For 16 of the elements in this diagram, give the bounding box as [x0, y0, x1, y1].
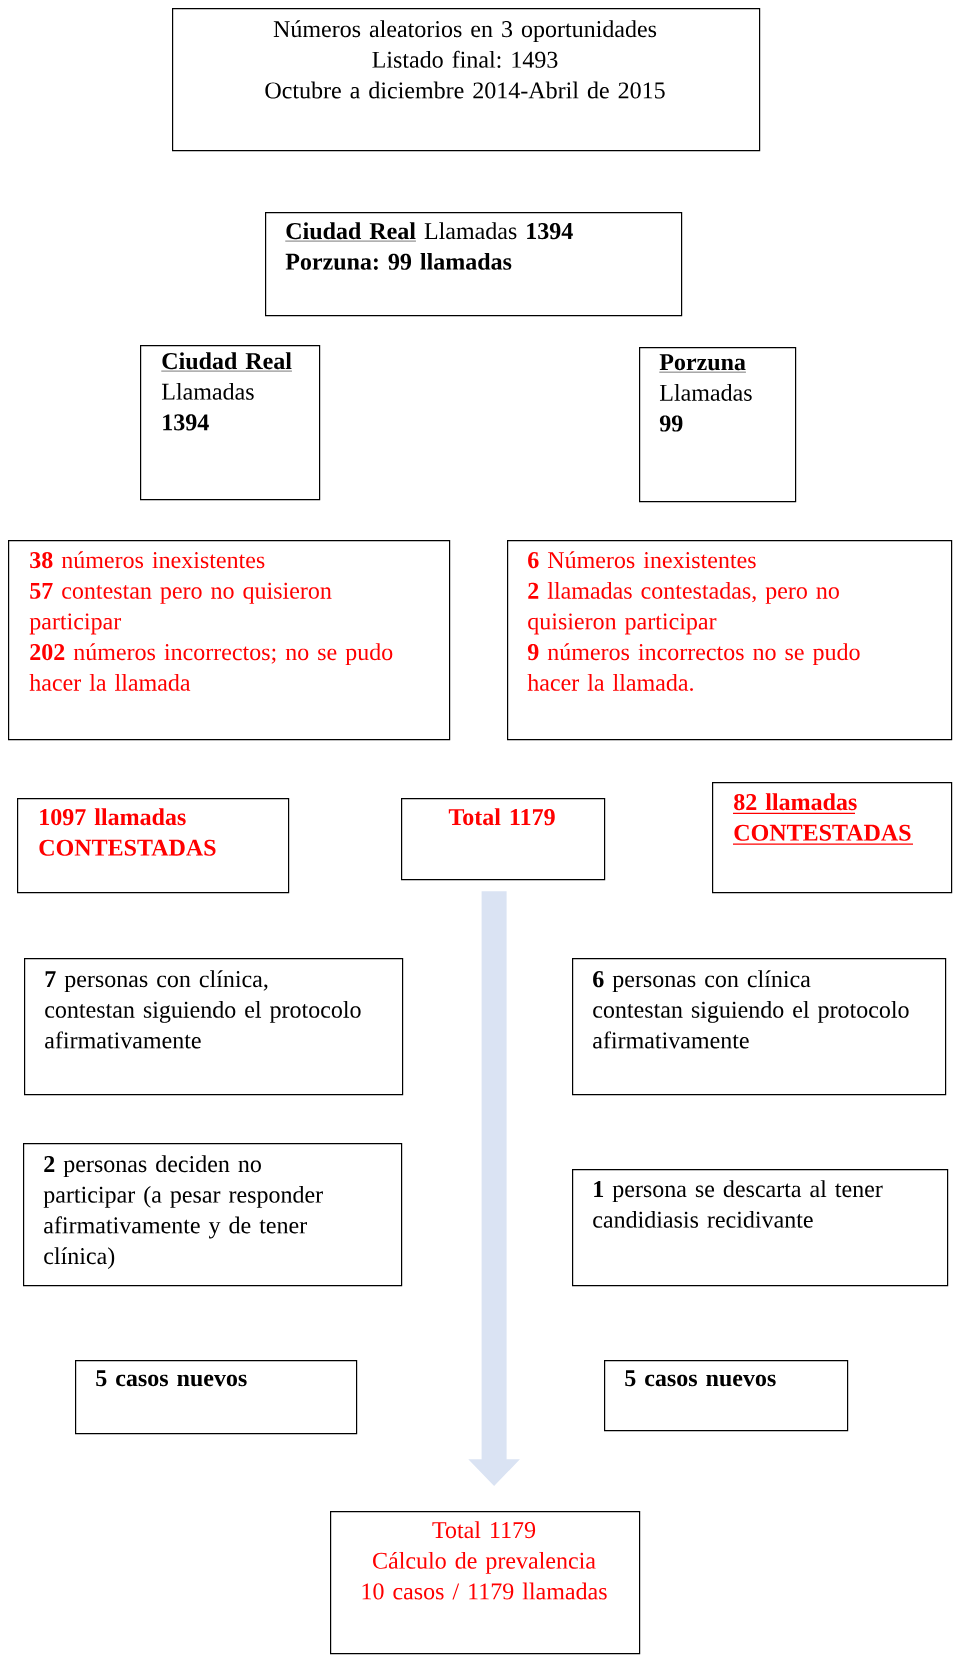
flow-box: Total 1179 [401, 798, 606, 881]
flow-box: Ciudad Real Llamadas 1394 Porzuna: 99 llamadas [265, 212, 683, 317]
flow-box: 6 personas con clínica contestan siguiendo el protocolo afirmativamente [572, 958, 947, 1096]
flow-box: 6 Números inexistentes 2 llamadas contestadas, pero no quisieron participar 9 números incorrectos no se pudo hacer la llamada. [507, 540, 953, 741]
flow-box: Porzuna Llamadas 99 [639, 347, 797, 503]
flow-box: 5 casos nuevos [75, 1360, 358, 1435]
result-box: Total 1179 Cálculo de prevalencia 10 casos / 1179 llamadas [330, 1511, 641, 1655]
header-box: Números aleatorios en 3 oportunidades Listado final: 1493 Octubre a diciembre 2014-Abril de 2015 [172, 8, 761, 152]
flow-box: 7 personas con clínica, contestan siguiendo el protocolo afirmativamente [24, 958, 404, 1096]
flow-box: 5 casos nuevos [604, 1360, 849, 1432]
flow-box: Ciudad Real Llamadas 1394 [140, 345, 321, 501]
flow-box: 1 persona se descarta al tener candidiasis recidivante [572, 1169, 949, 1287]
flow-box: 38 números inexistentes 57 contestan pero no quisieron participar 202 números incorrectos; no se pudo hacer la llamada [8, 540, 451, 741]
flow-box: 82 llamadas CONTESTADAS [712, 782, 953, 894]
flow-box: 1097 llamadas CONTESTADAS [17, 798, 290, 894]
flow-box: 2 personas deciden no participar (a pesar responder afirmativamente y de tener clínica) [23, 1143, 403, 1287]
